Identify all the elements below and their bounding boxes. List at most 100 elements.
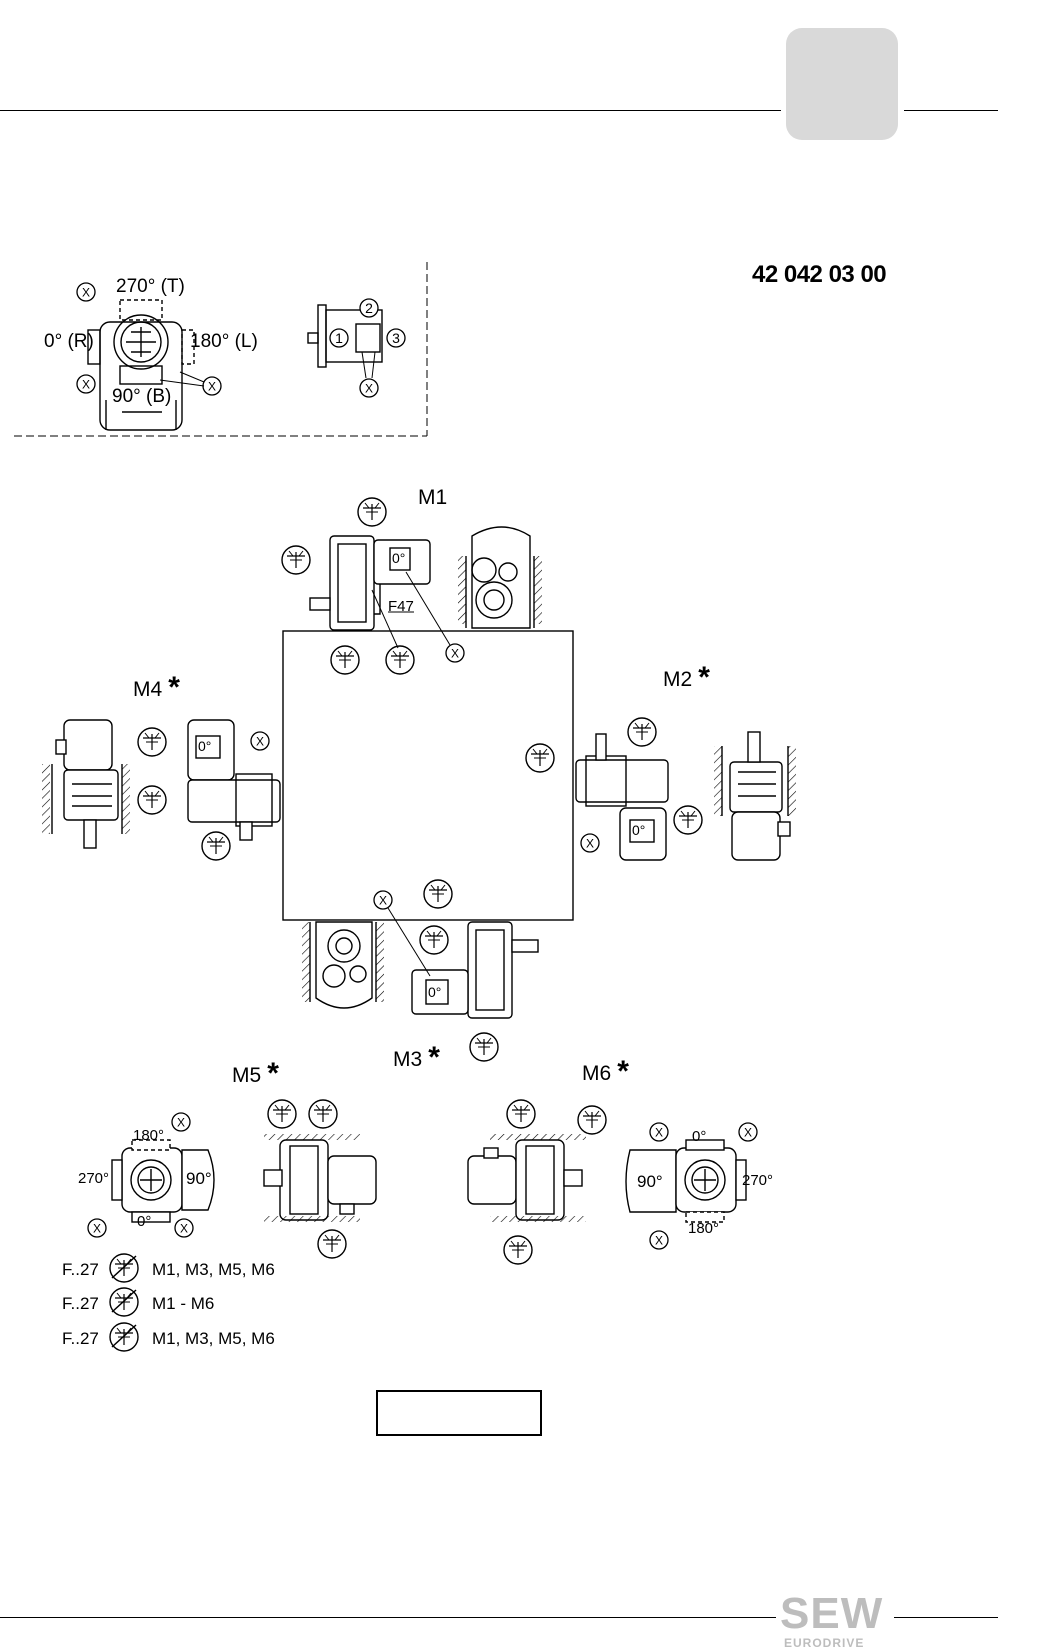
inset-pos1-label: 1 [335, 330, 343, 346]
legend-symbol-2 [109, 1287, 139, 1317]
logo-sub: EURODRIVE [784, 1636, 865, 1650]
m4-asterisk: * [168, 671, 180, 704]
m5-oil-2 [308, 1099, 338, 1129]
inset-pos3-label: 3 [392, 330, 400, 346]
m4-oil-left [137, 785, 167, 815]
m5-angle-270: 270° [78, 1170, 110, 1187]
inset-pos3 [386, 328, 406, 348]
m6-asterisk: * [617, 1055, 629, 1088]
inset-side-x [359, 378, 379, 398]
legend-row: F..27 M1, M3, M5, M6 [62, 1326, 275, 1352]
label-m5: M5* [232, 1057, 279, 1090]
header-rule-right [904, 110, 998, 111]
m1-oil-bottom [330, 645, 360, 675]
inset-angle-180: 180° (L) [190, 331, 258, 352]
m5-drawing [111, 1134, 377, 1223]
m5-angle-180: 180° [133, 1127, 165, 1144]
m5-oil-1 [267, 1099, 297, 1129]
legend-type: F..27 [62, 1329, 99, 1348]
m6-x3 [649, 1230, 669, 1250]
m2-oil-left [525, 743, 555, 773]
legend-symbol-1 [109, 1253, 139, 1283]
m6-oil-2 [577, 1105, 607, 1135]
m1-x [445, 643, 465, 663]
inset-x-right [202, 376, 222, 396]
inset-angle-0: 0° (R) [44, 331, 94, 352]
m1-drawing [309, 526, 542, 631]
empty-box [376, 1390, 542, 1436]
legend-applies: M1, M3, M5, M6 [152, 1260, 275, 1279]
legend-applies: M1, M3, M5, M6 [152, 1329, 275, 1348]
m6-angle-0: 0° [692, 1128, 707, 1145]
m3-oil-left [419, 925, 449, 955]
legend-row: F..27 M1 - M6 [62, 1291, 214, 1317]
m2-x [580, 833, 600, 853]
footer-rule-right [894, 1617, 998, 1618]
m3-terminal-0: 0° [428, 984, 442, 1000]
oil-symbol-icon [110, 1291, 140, 1317]
legend-symbol-3 [109, 1322, 139, 1352]
inset-pos2-label: 2 [365, 300, 373, 316]
m3-x [373, 890, 393, 910]
m1-oil-bottom2 [385, 645, 415, 675]
m5-x3 [174, 1218, 194, 1238]
inset-side-view [307, 304, 383, 368]
m2-oil-top [627, 717, 657, 747]
legend-applies: M1 - M6 [152, 1294, 215, 1313]
header-rule-left [0, 110, 781, 111]
logo-brand: SEW [780, 1589, 884, 1638]
m4-terminal-0: 0° [198, 738, 212, 754]
inset-angle-90: 90° (B) [112, 386, 172, 407]
inset-x-left [76, 374, 96, 394]
inset-pos2 [359, 298, 379, 318]
footer-rule-left [0, 1617, 776, 1618]
m5-angle-90: 90° [186, 1169, 212, 1188]
oil-symbol-icon [110, 1257, 140, 1283]
m2-asterisk: * [698, 661, 710, 694]
inset-angle-270: 270° (T) [116, 276, 185, 297]
label-m1: M1 [418, 486, 448, 509]
label-m4: M4* [133, 671, 180, 704]
m5-x2 [87, 1218, 107, 1238]
m4-drawing [42, 719, 281, 849]
m3-oil-bottom [469, 1032, 499, 1062]
inset-pos1 [329, 328, 349, 348]
m5-angle-0: 0° [137, 1213, 152, 1230]
m6-oil-3 [503, 1235, 533, 1265]
legend-type: F..27 [62, 1294, 99, 1313]
m1-oil-left [281, 545, 311, 575]
m4-x [250, 731, 270, 751]
label-m2: M2* [663, 661, 710, 694]
m5-x1 [171, 1112, 191, 1132]
label-m6: M6* [582, 1055, 629, 1088]
inset-front-view [87, 299, 195, 431]
sew-eurodrive-logo: SEW EURODRIVE [780, 1589, 892, 1651]
m1-oil-top [357, 497, 387, 527]
m3-oil-top [423, 879, 453, 909]
m1-terminal-0: 0° [392, 550, 406, 566]
chapter-tab [786, 28, 898, 140]
model-label: F47 [388, 598, 414, 615]
label-m3: M3* [393, 1041, 440, 1074]
m4-oil-top [137, 727, 167, 757]
m6-angle-180: 180° [688, 1220, 720, 1237]
document-number: 42 042 03 00 [752, 261, 887, 288]
m5-oil-3 [317, 1229, 347, 1259]
center-frame [282, 630, 574, 921]
legend-type: F..27 [62, 1260, 99, 1279]
m2-drawing [575, 731, 796, 861]
m6-angle-270: 270° [742, 1172, 774, 1189]
m2-terminal-0: 0° [632, 822, 646, 838]
m6-x2 [738, 1122, 758, 1142]
oil-symbol-icon [110, 1326, 140, 1352]
m6-x1 [649, 1122, 669, 1142]
m3-drawing [302, 921, 539, 1019]
m4-oil-bottom [201, 831, 231, 861]
legend-row: F..27 M1, M3, M5, M6 [62, 1257, 275, 1283]
m5-asterisk: * [267, 1057, 279, 1090]
m6-oil-1 [506, 1099, 536, 1129]
inset-x-top [76, 282, 96, 302]
m6-angle-90: 90° [637, 1172, 663, 1191]
m3-asterisk: * [428, 1041, 440, 1074]
